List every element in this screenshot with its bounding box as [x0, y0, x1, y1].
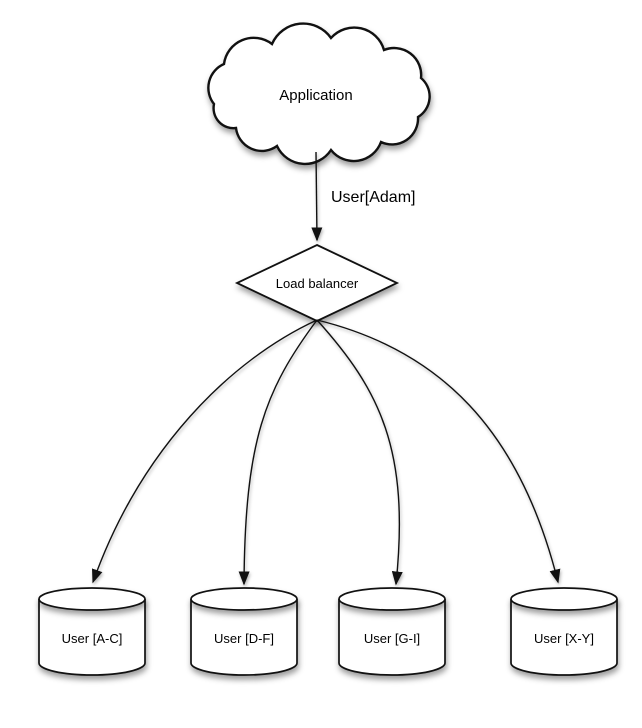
- cylinder-top: [190, 587, 298, 611]
- cloud-shape: [207, 22, 431, 166]
- shard-label-g-i: User [G-I]: [364, 631, 420, 646]
- shard-label-x-y: User [X-Y]: [534, 631, 594, 646]
- cylinder-top: [510, 587, 618, 611]
- edge-app-lb-line: [311, 151, 323, 242]
- edge-lb-shard-1: [92, 319, 318, 584]
- edge-app-lb-label: User[Adam]: [331, 189, 415, 206]
- load-balancer-label: Load balancer: [276, 276, 359, 291]
- edge-application-to-loadbalancer: User[Adam]: [311, 151, 415, 242]
- cylinder-body: [338, 599, 446, 676]
- application-label: Application: [279, 87, 352, 104]
- cylinder-body: [38, 599, 146, 676]
- cylinder-top: [338, 587, 446, 611]
- shard-label-d-f: User [D-F]: [214, 631, 274, 646]
- application-cloud-node: Application: [207, 22, 431, 166]
- edge-lb-shard-4: [316, 319, 561, 584]
- cylinder-body: [510, 599, 618, 676]
- shard-node-a-c: User [A-C]: [38, 587, 146, 676]
- shard-node-d-f: User [D-F]: [190, 587, 298, 676]
- cylinder-top: [38, 587, 146, 611]
- edge-lb-shard-3: [316, 319, 403, 586]
- shard-label-a-c: User [A-C]: [62, 631, 123, 646]
- cylinder-body: [190, 599, 298, 676]
- shard-node-g-i: User [G-I]: [338, 587, 446, 676]
- shard-node-x-y: User [X-Y]: [510, 587, 618, 676]
- load-balancer-node: Load balancer: [234, 244, 400, 322]
- edge-lb-shard-2: [238, 319, 318, 586]
- edges-loadbalancer-to-shards: [92, 319, 561, 586]
